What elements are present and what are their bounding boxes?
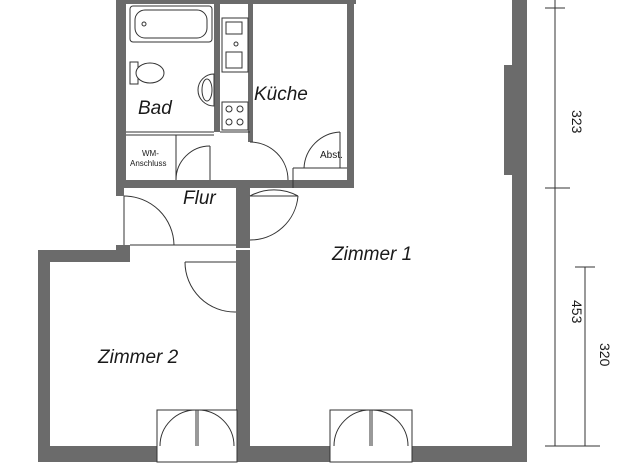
dimension-label-inner: 320 (597, 343, 613, 367)
bathtub (129, 5, 213, 43)
room-label-zimmer-1: Zimmer 1 (331, 244, 412, 265)
room-label-zimmer-2: Zimmer 2 (97, 347, 179, 368)
wm-label-line-1: WM- (142, 149, 159, 158)
dimension-label-lower: 453 (569, 300, 585, 324)
room-label-kueche: Küche (254, 84, 308, 105)
toilet (129, 61, 165, 85)
doors (123, 131, 341, 313)
room-label-flur: Flur (183, 188, 216, 209)
inner-lines (126, 131, 347, 246)
dimension-lines (545, 0, 600, 447)
windows (156, 409, 413, 463)
room-label-bad: Bad (138, 98, 173, 119)
wm-label-line-2: Anschluss (130, 159, 166, 168)
walls (38, 0, 527, 462)
kitchen-sink (221, 17, 249, 73)
washbasin (197, 73, 215, 107)
abst-label: Abst. (320, 150, 343, 161)
stove (221, 101, 249, 131)
dimension-label-upper: 323 (569, 110, 585, 134)
